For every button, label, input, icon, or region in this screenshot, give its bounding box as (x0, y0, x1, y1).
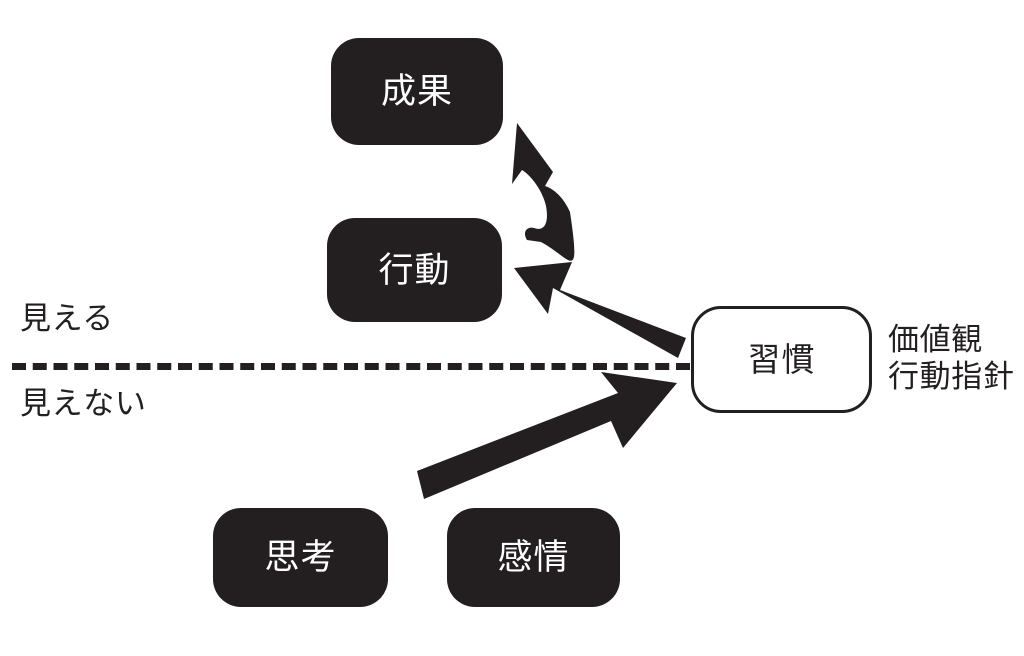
node-outcome[interactable]: 成果 (331, 38, 503, 145)
node-habit[interactable]: 習慣 (691, 306, 872, 413)
divider-label-invisible: 見えない (20, 386, 147, 421)
arrow-emotion-to-habit (417, 372, 677, 499)
side-annotation: 価値観 行動指針 (888, 322, 1014, 395)
arrow-action-to-outcome (512, 123, 575, 261)
arrow-habit-to-action (514, 262, 686, 358)
side-annotation-line-guidelines: 行動指針 (888, 358, 1015, 394)
side-annotation-line-values: 価値観 (888, 322, 983, 357)
node-thought-label: 思考 (264, 538, 337, 577)
node-emotion[interactable]: 感情 (447, 508, 620, 607)
visibility-divider-line (12, 363, 690, 370)
node-action[interactable]: 行動 (327, 218, 502, 322)
node-thought[interactable]: 思考 (213, 508, 388, 607)
node-emotion-label: 感情 (497, 538, 570, 577)
divider-label-visible: 見える (20, 301, 114, 336)
node-action-label: 行動 (378, 250, 451, 290)
node-outcome-label: 成果 (381, 72, 453, 111)
node-habit-label: 習慣 (747, 341, 816, 378)
